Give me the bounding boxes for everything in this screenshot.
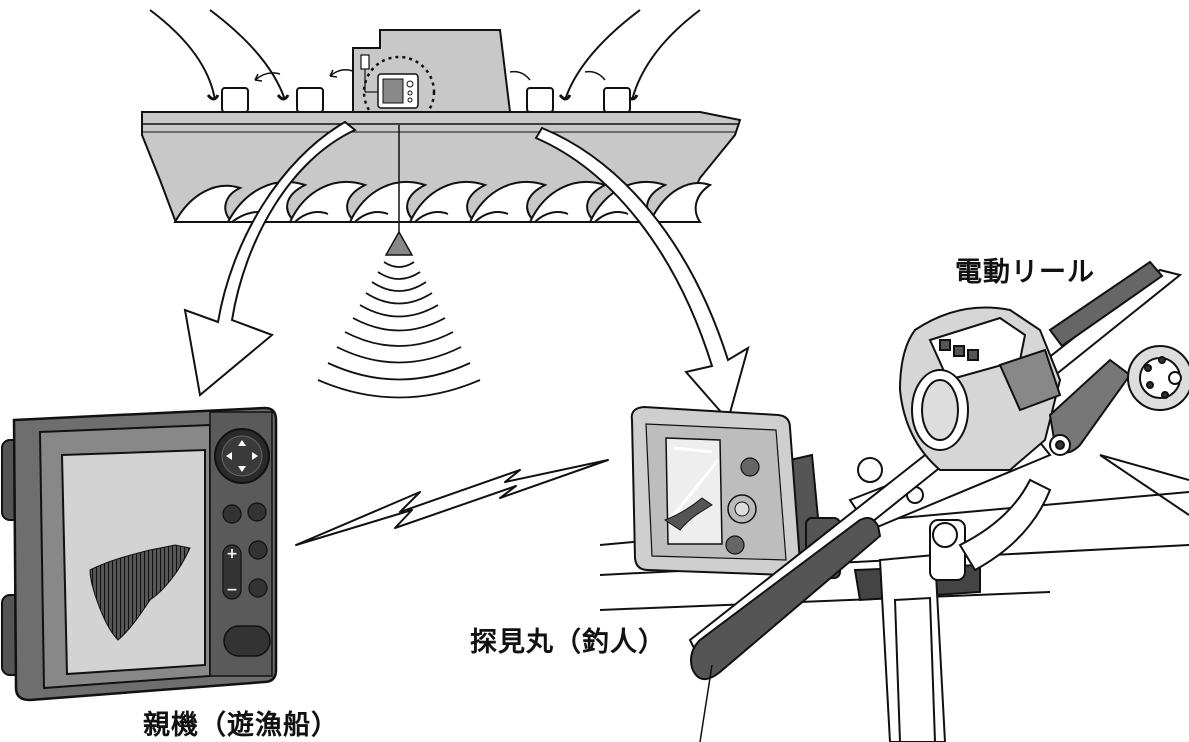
reel-line — [1099, 454, 1189, 516]
gain-button[interactable] — [248, 540, 268, 560]
reel-button[interactable] — [939, 339, 951, 351]
tankenmaru-menu-button[interactable] — [740, 457, 760, 477]
transducer-icon — [384, 230, 414, 256]
mark-button[interactable] — [248, 578, 268, 598]
electric-reel — [898, 306, 1189, 471]
reel-button[interactable] — [967, 349, 979, 361]
reel-button[interactable] — [953, 345, 965, 357]
rod-grip — [690, 517, 882, 680]
parent-unit-label: 親機（遊漁船） — [143, 710, 339, 741]
rod-holder-assembly — [848, 428, 1052, 742]
tankenmaru-label: 探見丸（釣人） — [470, 627, 666, 658]
parent-unit-highlight-circle — [362, 55, 436, 129]
svg-text:−: − — [226, 582, 238, 598]
sea-waves — [173, 180, 713, 223]
electric-reel-label: 電動リール — [955, 257, 1095, 288]
sonar-wave-icon — [317, 261, 481, 399]
svg-text:+: + — [226, 546, 238, 562]
power-button[interactable] — [223, 625, 271, 657]
range-rocker-button[interactable] — [222, 544, 242, 600]
menu-esc-button[interactable] — [247, 502, 267, 522]
sonar-echo-display — [89, 544, 191, 641]
tankenmaru-power-button[interactable] — [725, 535, 745, 555]
wireless-signal-icon — [295, 459, 609, 546]
rod-curve-arrows — [254, 69, 606, 82]
boat-fishing-rods — [149, 9, 701, 101]
mode-button[interactable] — [222, 504, 242, 524]
parent-unit-fish-finder: + − — [1, 406, 278, 702]
transmission-arrow-icon — [183, 120, 750, 423]
